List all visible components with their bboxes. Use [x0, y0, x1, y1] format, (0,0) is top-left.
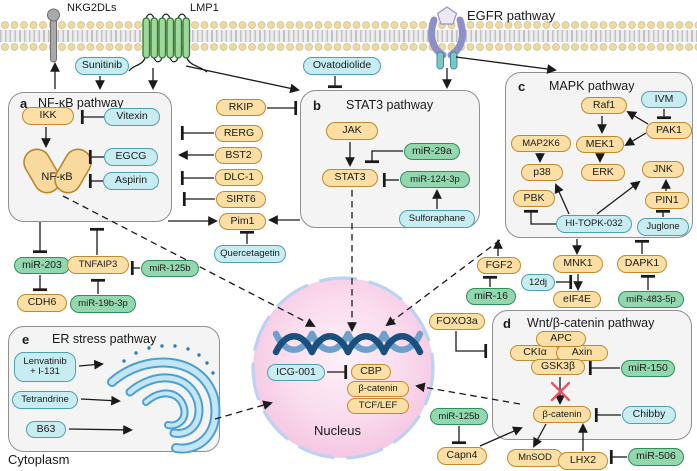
node-mir29a: miR-29a: [404, 143, 460, 160]
edge-lmp1-panelB: [185, 65, 300, 94]
nucleus-label: Nucleus: [314, 423, 361, 438]
node-mir506: miR-506: [628, 448, 684, 466]
node-quercetagetin: Quercetagetin: [214, 245, 286, 263]
node-ivm: IVM: [641, 91, 687, 108]
egfr-pathway-label: EGFR pathway: [467, 8, 556, 23]
node-erk: ERK: [581, 164, 625, 181]
node-eif4e: eIF4E: [553, 291, 601, 308]
node-p38: p38: [521, 164, 563, 181]
node-pin1: PIN1: [645, 192, 689, 209]
node-bst2: BST2: [215, 147, 262, 164]
node-lenvatinib-i131: Lenvatinib + I-131: [14, 352, 76, 382]
node-mek1: MEK1: [576, 136, 624, 153]
node-hi-topk-032: HI-TOPK-032: [556, 215, 632, 233]
node-rerg: RERG: [215, 125, 263, 142]
node-mir124-3p: miR-124-3p: [400, 171, 470, 188]
node-mir483-5p: miR-483-5p: [618, 291, 684, 308]
node-pbk: PBK: [513, 190, 555, 207]
panel-a-letter: a: [20, 96, 28, 111]
node-juglone: Juglone: [637, 218, 689, 236]
panel-d-title: Wnt/β-catenin pathway: [527, 316, 655, 330]
edge-egfr-panelC: [455, 56, 557, 74]
node-bcatenin-cytoplasm: β-catenin: [533, 406, 591, 423]
node-sulforaphane: Sulforaphane: [399, 210, 475, 228]
node-mnsod: MnSOD: [507, 449, 563, 467]
nkg2dls-label: NKG2DLs: [67, 2, 117, 14]
node-vitexin: Vitexin: [104, 108, 160, 126]
node-gsk3b: GSK3β: [531, 359, 585, 375]
node-aspirin: Aspirin: [103, 172, 159, 190]
node-ovatodiolide: Ovatodiolide: [303, 57, 381, 75]
node-raf1: Raf1: [581, 97, 627, 114]
node-b63: B63: [26, 421, 66, 438]
node-tcf-lef: TCF/LEF: [347, 398, 409, 414]
node-pim1: Pim1: [219, 213, 266, 230]
dna-helix-icon: [272, 330, 424, 356]
node-cdh6: CDH6: [17, 294, 67, 312]
panel-b-title: STAT3 pathway: [346, 98, 434, 112]
node-icg001: ICG-001: [267, 364, 325, 381]
edge-er-nucleus-dashed: [214, 400, 273, 420]
node-mir125b-top: miR-125b: [141, 260, 199, 277]
node-jnk: JNK: [642, 161, 684, 178]
panel-c-letter: c: [518, 79, 526, 94]
node-tetrandrine: Tetrandrine: [12, 391, 78, 409]
node-mir16: miR-16: [466, 288, 516, 305]
panel-b-letter: b: [313, 98, 321, 113]
node-rkip: RKIP: [216, 99, 266, 116]
panel-e-title: ER stress pathway: [52, 332, 157, 346]
node-dapk1: DAPK1: [617, 255, 667, 273]
node-chibby: Chibby: [622, 406, 676, 424]
panel-a-title: NF-κB pathway: [38, 96, 124, 110]
node-stat3: STAT3: [322, 169, 378, 187]
node-jak: JAK: [326, 122, 378, 140]
panel-e-letter: e: [22, 332, 30, 347]
node-cbp: CBP: [351, 364, 391, 380]
node-capn4: Capn4: [437, 447, 487, 465]
node-lenvatinib-line1: Lenvatinib: [23, 356, 67, 368]
node-sirt6: SIRT6: [216, 191, 266, 208]
node-map2k6: MAP2K6: [511, 135, 571, 152]
panel-d-letter: d: [503, 316, 511, 331]
node-nfkb-label: NF-κB: [41, 171, 73, 183]
edge-foxo3a-panelD: [455, 331, 488, 359]
node-fgf2: FGF2: [477, 257, 521, 274]
node-foxo3a: FOXO3a: [429, 313, 485, 330]
node-lenvatinib-line2: + I-131: [30, 366, 60, 377]
node-lhx2: LHX2: [558, 452, 608, 470]
node-mir19b-3p: miR-19b-3p: [70, 295, 136, 313]
node-tnfaip3: TNFAIP3: [67, 256, 129, 274]
node-mir203: miR-203: [14, 257, 70, 274]
node-dlc1: DLC-1: [215, 169, 263, 186]
node-apc: APC: [536, 331, 586, 347]
node-sunitinib: Sunitinib: [75, 57, 129, 75]
node-mnk1: MNK1: [553, 255, 603, 273]
node-egcg: EGCG: [104, 148, 158, 166]
node-bcatenin-nucleus: β-catenin: [347, 381, 409, 397]
node-mir150: miR-150: [621, 360, 675, 377]
cytoplasm-label: Cytoplasm: [8, 452, 70, 467]
node-ikk: IKK: [22, 107, 74, 125]
node-pak1: PAK1: [646, 122, 692, 139]
node-12dj: 12dj: [521, 274, 555, 291]
node-mir125b-bottom: miR-125b: [430, 408, 488, 425]
lmp1-label: LMP1: [190, 2, 219, 14]
panel-c-title: MAPK pathway: [549, 79, 635, 93]
